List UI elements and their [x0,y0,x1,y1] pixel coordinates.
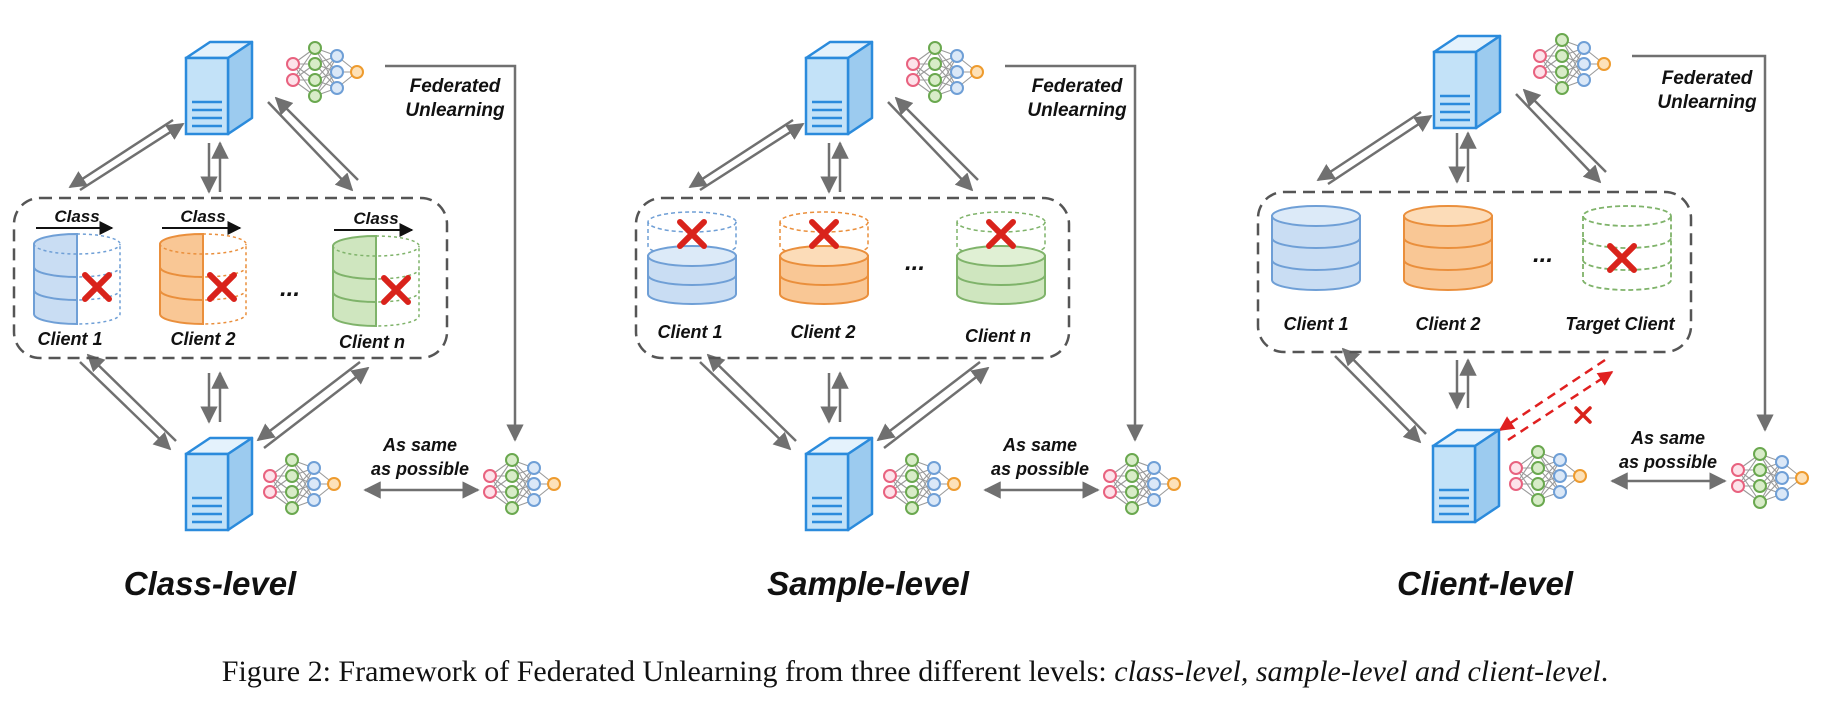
client-2-database [159,232,247,326]
class-label-1: Class [54,207,99,226]
cross-icon [384,278,408,302]
cross-icon [1610,246,1634,270]
cross-icon [680,222,704,246]
class-arrows: Class Class Class [36,207,414,237]
figure-caption: Figure 2: Framework of Federated Unlearn… [0,655,1830,689]
fu-label-1: Federated [410,76,501,97]
fu-label-1: Federated [1662,68,1753,89]
client-label-2: Client 2 [1415,314,1480,334]
server-client-arrows [688,96,990,451]
panel-title-client-level: Client-level [1397,565,1574,602]
class-label-2: Class [180,207,225,226]
server-icon [184,436,254,532]
client-1-database [33,232,121,326]
cross-icon [85,275,109,299]
model-icon [263,453,341,515]
cross-icon [812,222,836,246]
panel-class-level: Federated Unlearning Class Class Class [12,40,561,602]
cross-icon [989,222,1013,246]
same-label-1: As same [1630,428,1705,448]
client-n-database [956,211,1046,305]
client-label-1: Client 1 [1283,314,1348,334]
cross-icon [210,275,234,299]
fu-label-2: Unlearning [1657,92,1757,113]
blocked-communication-arrows [1498,358,1614,442]
unlearned-model-icon [906,41,984,103]
retrained-model-icon [1731,447,1809,509]
unlearned-model-icon [286,41,364,103]
retrained-model-icon [1103,453,1181,515]
federated-unlearning-arrow [1005,64,1144,442]
model-icon [1509,445,1587,507]
model-icon [883,453,961,515]
client-2-database [1403,205,1493,291]
client-n-database [332,234,420,328]
ellipsis: ... [905,249,925,276]
fu-label-2: Unlearning [1027,100,1127,121]
ellipsis: ... [280,275,300,302]
caption-italic: class-level, sample-level and client-lev… [1114,655,1601,688]
fu-label-2: Unlearning [405,100,505,121]
client-1-database [1271,205,1361,291]
panel-client-level: Federated Unlearning [1256,33,1809,602]
central-server-icon [1432,34,1502,130]
clients-group-box [1256,190,1693,354]
server-icon [804,436,874,532]
client-label-target: Target Client [1565,314,1675,334]
same-label-1: As same [382,435,457,455]
same-label-2: as possible [371,459,469,479]
client-label-1: Client 1 [37,329,102,349]
caption-suffix: . [1600,655,1609,688]
server-client-arrows [68,96,370,451]
same-label-1: As same [1002,435,1077,455]
client-1-database [647,211,737,305]
unlearned-model-icon [1533,33,1611,95]
panel-sample-level: Federated Unlearning [634,40,1181,602]
federated-unlearning-arrow [385,64,524,442]
clients-group-box [12,196,449,360]
client-label-2: Client 2 [170,329,235,349]
client-label-n: Client n [965,326,1031,346]
same-label-2: as possible [991,459,1089,479]
same-label-2: as possible [1619,452,1717,472]
panel-title-sample-level: Sample-level [767,565,970,602]
client-label-n: Client n [339,332,405,352]
cross-icon [1574,406,1592,424]
panel-title-class-level: Class-level [124,565,297,602]
class-label-3: Class [353,209,398,228]
clients-group-box [634,196,1071,360]
server-icon [1431,428,1501,524]
fu-label-1: Federated [1032,76,1123,97]
ellipsis: ... [1533,241,1553,268]
central-server-icon [804,40,874,136]
client-2-database [779,211,869,305]
caption-prefix: Figure 2: Framework of Federated Unlearn… [221,655,1115,688]
target-client-database [1582,205,1672,291]
retrained-model-icon [483,453,561,515]
client-label-1: Client 1 [657,322,722,342]
central-server-icon [184,40,254,136]
federated-unlearning-arrow [1632,54,1774,432]
server-client-arrows [1316,88,1607,444]
client-label-2: Client 2 [790,322,855,342]
